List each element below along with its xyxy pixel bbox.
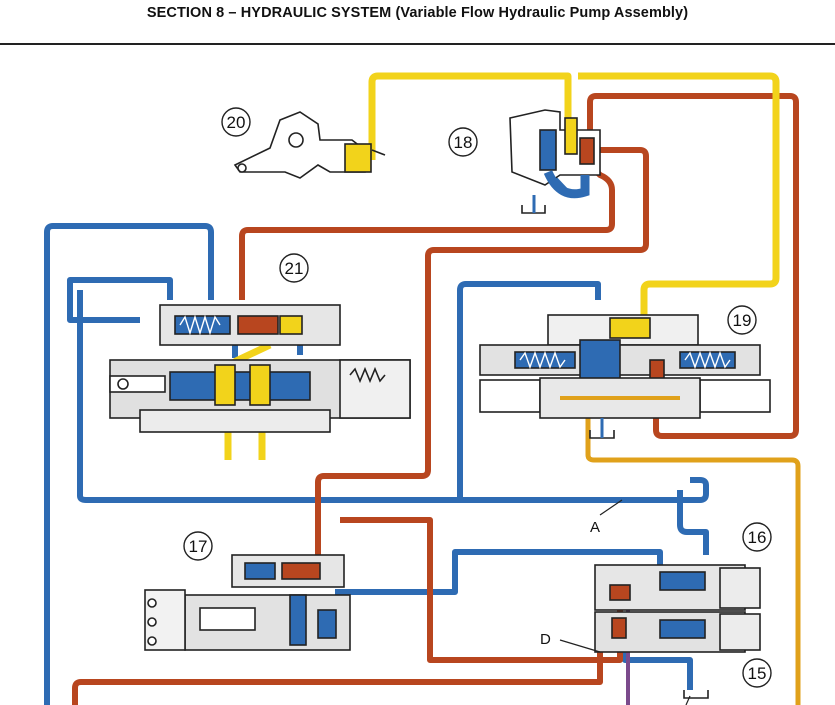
line-label-a: A bbox=[590, 519, 600, 536]
callout-21-label: 21 bbox=[285, 259, 304, 278]
callout-19-label: 19 bbox=[733, 311, 752, 330]
component-21-control-valve bbox=[109, 304, 411, 433]
callout-18-label: 18 bbox=[454, 133, 473, 152]
header-rule bbox=[0, 43, 835, 45]
callout-17: 17 bbox=[183, 531, 213, 561]
component-20-linkage bbox=[233, 111, 386, 179]
callout-15-label: 15 bbox=[748, 664, 767, 683]
component-16-valve bbox=[594, 564, 761, 611]
page-header: SECTION 8 – HYDRAULIC SYSTEM (Variable F… bbox=[0, 0, 835, 45]
callout-16-label: 16 bbox=[748, 528, 767, 547]
callout-18: 18 bbox=[448, 127, 478, 157]
callout-20: 20 bbox=[221, 107, 251, 137]
callout-21: 21 bbox=[279, 253, 309, 283]
section-title: SECTION 8 – HYDRAULIC SYSTEM (Variable F… bbox=[146, 5, 689, 21]
callout-16: 16 bbox=[742, 522, 772, 552]
component-17-pump-control bbox=[144, 554, 351, 651]
callout-20-label: 20 bbox=[227, 113, 246, 132]
line-label-d: D bbox=[540, 631, 551, 648]
leader-lines bbox=[559, 499, 691, 705]
callout-17-label: 17 bbox=[189, 537, 208, 556]
component-19-valve bbox=[479, 314, 771, 439]
pressure-lines bbox=[72, 93, 799, 705]
component-18-valve bbox=[509, 109, 601, 214]
callout-15: 15 bbox=[742, 658, 772, 688]
callout-19: 19 bbox=[727, 305, 757, 335]
component-15-valve bbox=[594, 611, 761, 699]
